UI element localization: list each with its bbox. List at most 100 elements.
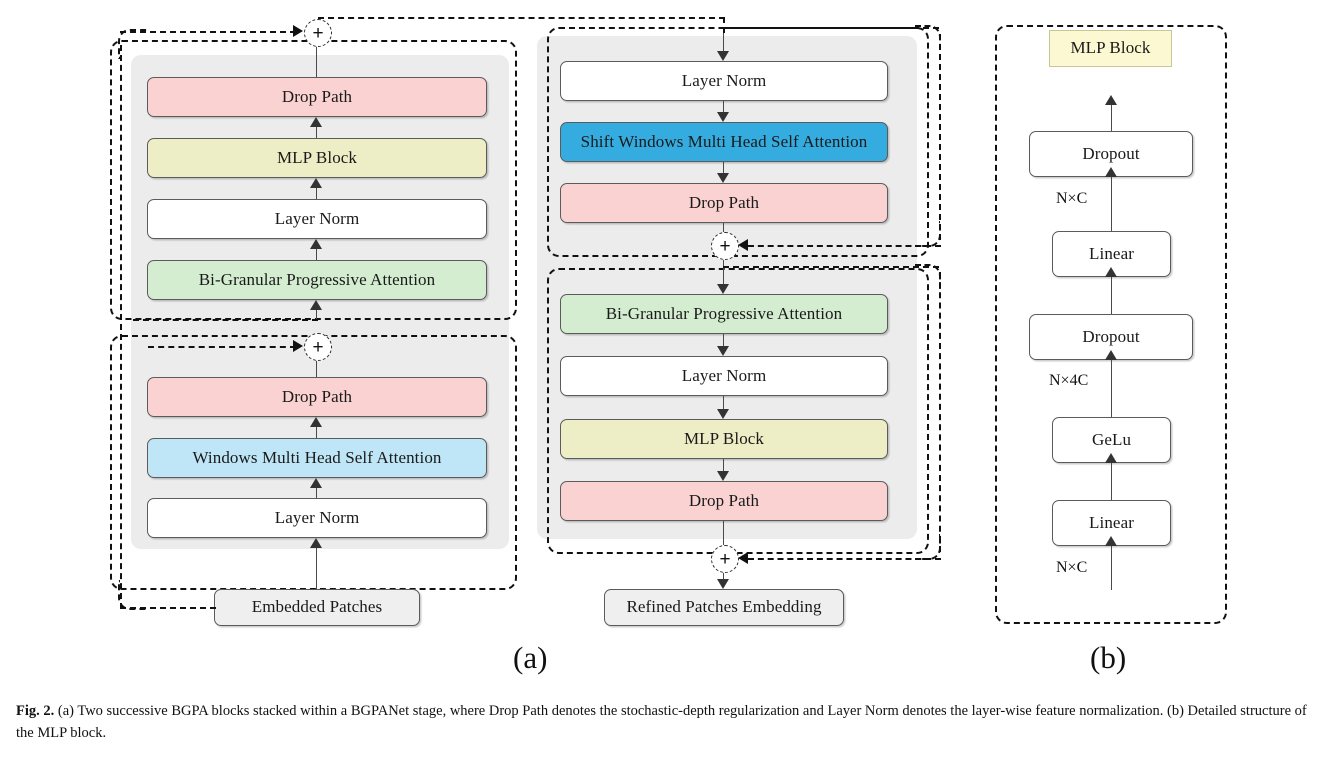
node-mlp-block-2[interactable]: MLP Block	[560, 419, 888, 459]
residual-arrow-into-bottom-plus	[738, 552, 748, 564]
node-label: Bi-Granular Progressive Attention	[605, 303, 843, 323]
flow-arrow-up	[1105, 167, 1117, 177]
residual-arrow-into-mid-plus	[293, 340, 303, 352]
residual-elbow-lower-right-top	[915, 264, 941, 290]
node-drop-path-3[interactable]: Drop Path	[560, 183, 888, 223]
node-label: GeLu	[1091, 429, 1132, 449]
flow-arrow-down	[717, 471, 729, 481]
flow-arrow-up	[1105, 350, 1117, 360]
figure-caption: Fig. 2. (a) Two successive BGPA blocks s…	[16, 700, 1316, 745]
node-label: Drop Path	[281, 386, 353, 406]
flow-line	[723, 258, 724, 284]
residual-dashed-into-mid-plus	[148, 346, 296, 348]
residual-dashed-top-bridge	[318, 17, 725, 19]
node-label: Linear	[1089, 243, 1134, 263]
mlp-block-title: MLP Block	[1049, 30, 1172, 67]
plus-symbol: +	[312, 336, 324, 358]
flow-arrow-up	[1105, 536, 1117, 546]
node-label: Refined Patches Embedding	[626, 597, 822, 617]
node-bgpa-2[interactable]: Bi-Granular Progressive Attention	[560, 294, 888, 334]
residual-dashed-left-riser	[120, 45, 122, 609]
node-gelu[interactable]: GeLu	[1052, 417, 1171, 463]
flow-arrow-down	[717, 173, 729, 183]
node-layer-norm-1[interactable]: Layer Norm	[147, 199, 487, 239]
residual-elbow-bottom-left	[118, 580, 148, 610]
node-label: Dropout	[1082, 143, 1140, 163]
flow-arrow-up	[1105, 453, 1117, 463]
flow-arrow-up	[310, 478, 322, 488]
mlp-title-label: MLP Block	[1070, 38, 1151, 58]
shape-text: N×4C	[1049, 372, 1089, 389]
residual-add-bottom-middle: +	[711, 545, 739, 573]
flow-line	[723, 334, 724, 346]
node-bgpa-1[interactable]: Bi-Granular Progressive Attention	[147, 260, 487, 300]
shape-label-hidden: N×4C	[1049, 372, 1088, 390]
node-label: Windows Multi Head Self Attention	[192, 447, 442, 467]
node-drop-path-1[interactable]: Drop Path	[147, 77, 487, 117]
node-embedded-patches[interactable]: Embedded Patches	[214, 589, 420, 626]
plus-symbol: +	[719, 548, 731, 570]
residual-add-mid-middle: +	[711, 232, 739, 260]
flow-line	[1111, 105, 1112, 131]
flow-arrow-up	[310, 417, 322, 427]
residual-elbow-upper-right-bottom	[915, 221, 941, 247]
node-drop-path-4[interactable]: Drop Path	[560, 481, 888, 521]
shape-label-input: N×C	[1056, 559, 1087, 577]
flow-line	[723, 223, 724, 232]
flow-line	[1111, 546, 1112, 590]
mlp-block-dashed-frame	[995, 25, 1227, 624]
residual-elbow-upper-right-top	[915, 25, 941, 51]
flow-arrow-up	[310, 300, 322, 310]
flow-arrow-down	[717, 51, 729, 61]
residual-dashed-bottom-left	[120, 607, 216, 609]
figure-canvas: Drop Path MLP Block Layer Norm Bi-Granul…	[110, 17, 1227, 676]
flow-line	[316, 45, 317, 77]
flow-arrow-up	[310, 117, 322, 127]
flow-line	[316, 427, 317, 438]
flow-line	[1111, 177, 1112, 231]
plus-symbol: +	[719, 235, 731, 257]
flow-line	[316, 249, 317, 260]
node-refined-patches-embedding[interactable]: Refined Patches Embedding	[604, 589, 844, 626]
flow-line	[316, 188, 317, 199]
node-label: Drop Path	[281, 86, 353, 106]
residual-dashed-middle-drop	[723, 17, 725, 33]
node-label: Layer Norm	[274, 507, 360, 527]
node-label: Embedded Patches	[251, 597, 383, 617]
node-w-msa[interactable]: Windows Multi Head Self Attention	[147, 438, 487, 478]
residual-arrow-into-top-plus	[293, 25, 303, 37]
flow-line	[316, 127, 317, 138]
flow-arrow-down	[717, 409, 729, 419]
flow-arrow-up	[310, 239, 322, 249]
node-sw-msa[interactable]: Shift Windows Multi Head Self Attention	[560, 122, 888, 162]
plus-symbol: +	[312, 22, 324, 44]
caption-label: Fig. 2.	[16, 703, 55, 719]
residual-dashed-into-mid-plus-middle	[748, 245, 941, 247]
caption-text: (a) Two successive BGPA blocks stacked w…	[16, 703, 1307, 742]
residual-dashed-upper-right-riser	[939, 34, 941, 240]
flow-line	[1111, 277, 1112, 314]
residual-dashed-into-bottom-plus	[748, 558, 941, 560]
flow-line	[723, 521, 724, 545]
residual-elbow-top-left	[118, 29, 148, 59]
residual-dashed-upper-right-top	[723, 27, 939, 29]
node-drop-path-2[interactable]: Drop Path	[147, 377, 487, 417]
node-layer-norm-3[interactable]: Layer Norm	[560, 61, 888, 101]
node-dropout-1[interactable]: Dropout	[1029, 314, 1193, 360]
residual-add-mid-left: +	[304, 333, 332, 361]
residual-dashed-lower-right-top	[723, 266, 939, 268]
subfigure-label-b: (b)	[1090, 640, 1126, 676]
node-layer-norm-4[interactable]: Layer Norm	[560, 356, 888, 396]
node-label: MLP Block	[276, 147, 358, 167]
flow-line	[1111, 360, 1112, 417]
node-mlp-block-1[interactable]: MLP Block	[147, 138, 487, 178]
flow-line	[723, 162, 724, 173]
node-layer-norm-2[interactable]: Layer Norm	[147, 498, 487, 538]
flow-arrow-up	[310, 178, 322, 188]
sublabel-text: (b)	[1090, 640, 1127, 675]
node-label: MLP Block	[683, 428, 765, 448]
flow-arrow-down	[717, 112, 729, 122]
node-label: Bi-Granular Progressive Attention	[198, 269, 436, 289]
residual-dashed-top-into-plus	[120, 31, 296, 33]
shape-text: N×C	[1056, 190, 1088, 207]
